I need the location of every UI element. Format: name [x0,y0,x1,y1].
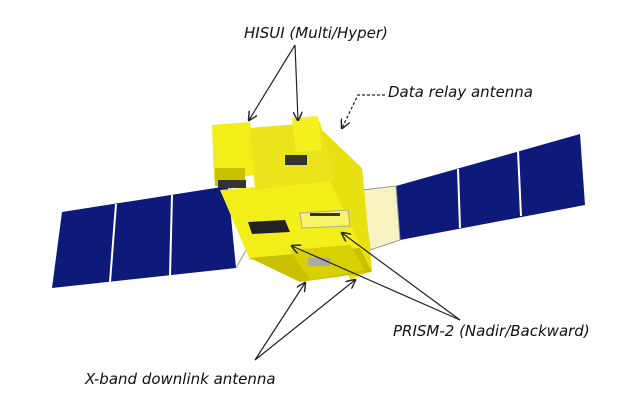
prism-2-label: PRISM-2 (Nadir/Backward) [393,322,590,340]
right-solar-array [361,134,585,251]
hisui-label: HISUI (Multi/Hyper) [244,24,388,42]
x-band-antenna-label: X-band downlink antenna [85,370,276,388]
satellite-body [212,116,372,282]
left-solar-array [52,185,263,288]
data-relay-antenna-label: Data relay antenna [388,83,533,101]
callout-arrows [249,44,461,361]
